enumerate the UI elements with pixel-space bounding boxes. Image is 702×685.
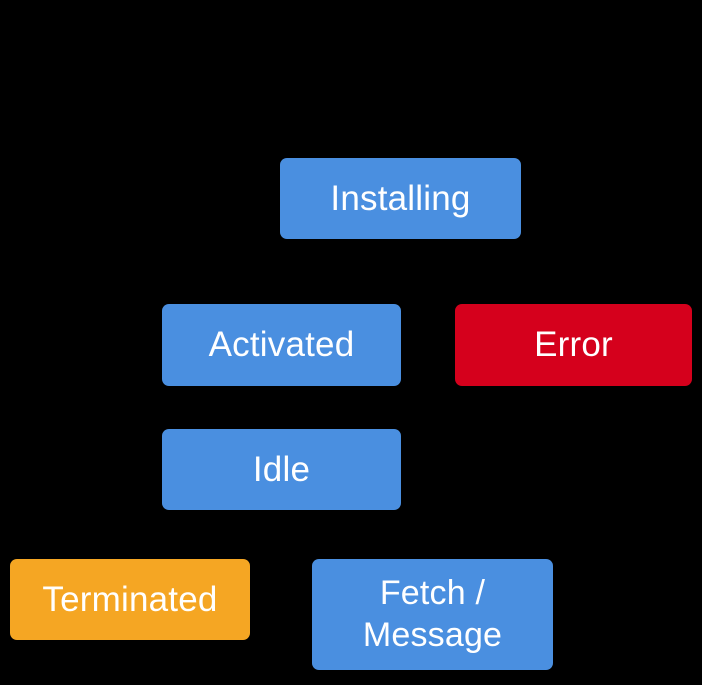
state-node-idle[interactable]: Idle bbox=[162, 429, 401, 510]
state-node-terminated[interactable]: Terminated bbox=[10, 559, 250, 640]
state-node-fetch-message-label: Fetch / Message bbox=[362, 574, 503, 654]
state-node-idle-label: Idle bbox=[252, 449, 311, 489]
state-node-activated-label: Activated bbox=[208, 325, 355, 365]
state-node-error[interactable]: Error bbox=[455, 304, 692, 386]
state-node-fetch-message[interactable]: Fetch / Message bbox=[312, 559, 553, 670]
state-node-error-label: Error bbox=[534, 325, 613, 365]
state-node-installing-label: Installing bbox=[330, 178, 471, 218]
state-node-terminated-label: Terminated bbox=[42, 579, 218, 619]
state-node-installing[interactable]: Installing bbox=[280, 158, 521, 239]
state-node-activated[interactable]: Activated bbox=[162, 304, 401, 386]
